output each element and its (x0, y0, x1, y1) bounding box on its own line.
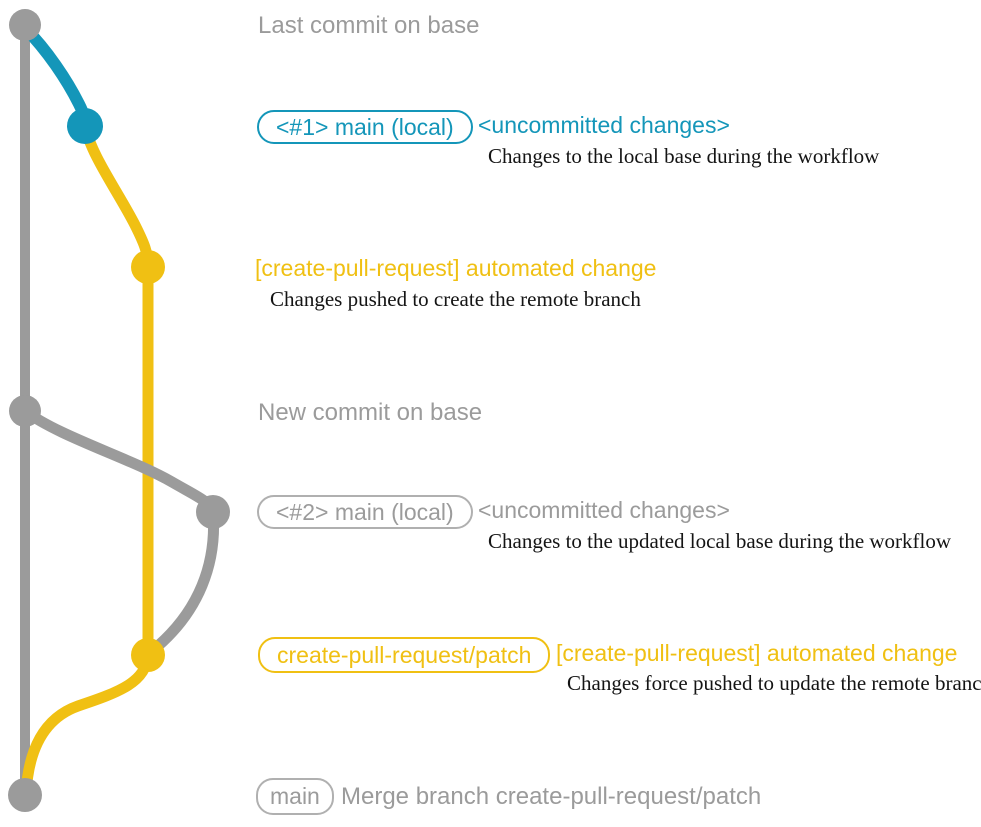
commit-dot-merge (8, 778, 42, 812)
commit-message-automated-change-2: [create-pull-request] automated change (556, 640, 958, 666)
description-updated-local-base-changes: Changes to the updated local base during… (488, 529, 952, 553)
commit-dot-main-local-1 (67, 108, 103, 144)
main-local-branch-curve-2 (19, 405, 219, 518)
branch-tag-main-local-1-label: <#1> main (local) (276, 113, 454, 140)
description-push-create-remote: Changes pushed to create the remote bran… (270, 287, 641, 311)
branch-tag-main-local-2: <#2> main (local) (257, 495, 473, 529)
uncommitted-changes-status-1: <uncommitted changes> (478, 112, 730, 138)
commit-dot-patch-1 (131, 250, 165, 284)
branch-tag-main-label: main (270, 783, 320, 809)
branch-tag-patch: create-pull-request/patch (258, 637, 551, 673)
new-commit-label: New commit on base (258, 399, 483, 426)
branch-tag-main-local-2-label: <#2> main (local) (276, 498, 454, 525)
commit-dot-new-base (9, 395, 41, 427)
description-force-push-update-remote: Changes force pushed to update the remot… (567, 671, 981, 695)
commit-dot-last-base (9, 9, 41, 41)
commit-dot-patch-2 (131, 638, 165, 672)
commit-message-automated-change-1: [create-pull-request] automated change (255, 255, 657, 281)
patch-branch-curve-top (79, 120, 154, 273)
branch-tag-main: main (256, 778, 334, 815)
description-local-base-changes: Changes to the local base during the wor… (488, 144, 880, 168)
merge-curve (20, 649, 154, 801)
merge-commit-message: Merge branch create-pull-request/patch (341, 783, 762, 810)
branch-tag-patch-label: create-pull-request/patch (277, 641, 532, 668)
last-commit-label: Last commit on base (258, 12, 480, 39)
commit-dot-main-local-2 (196, 495, 230, 529)
branch-tag-main-local-1: <#1> main (local) (257, 110, 473, 144)
uncommitted-changes-status-2: <uncommitted changes> (478, 497, 730, 523)
force-push-curve (146, 506, 220, 657)
